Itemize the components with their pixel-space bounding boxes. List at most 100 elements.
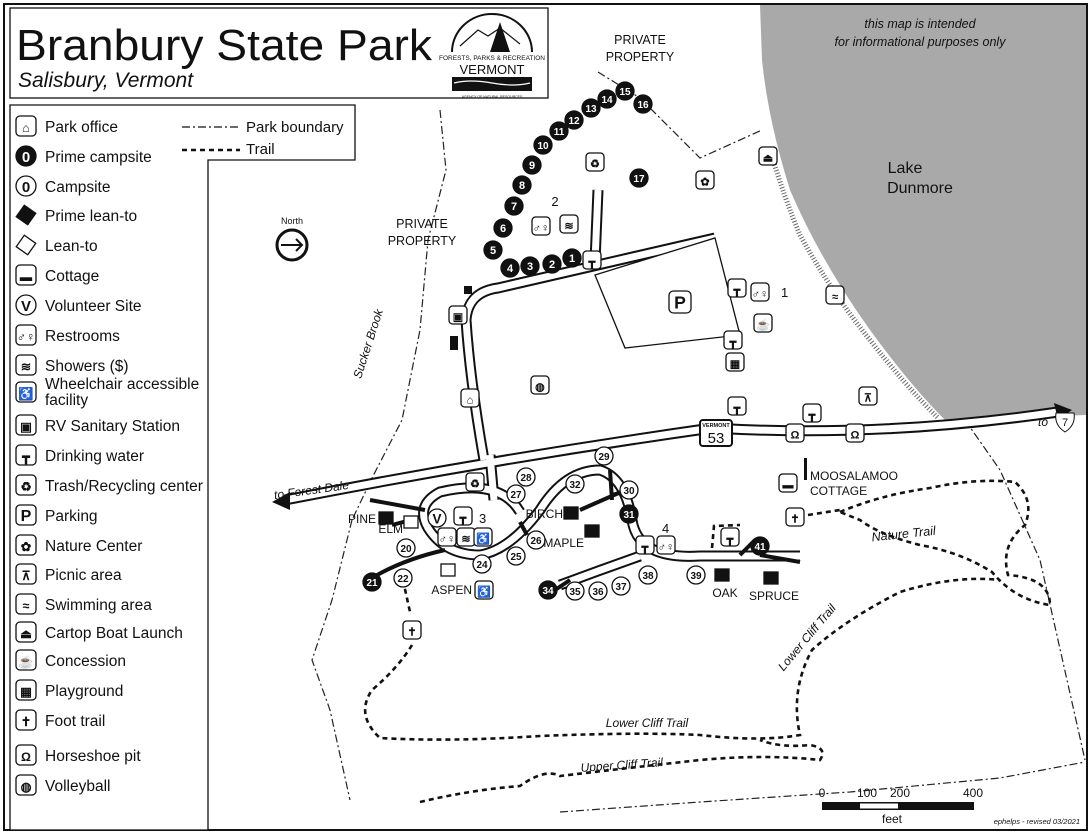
map-cottage-icon[interactable]: ▬ bbox=[778, 473, 798, 493]
campsite-32[interactable]: 32 bbox=[565, 474, 585, 494]
lake-dunmore bbox=[760, 5, 1086, 420]
map-showers-icon[interactable]: ≋ bbox=[456, 527, 476, 547]
campsite-26[interactable]: 26 bbox=[526, 530, 546, 550]
svg-text:⏏: ⏏ bbox=[20, 627, 32, 641]
map-recycle-icon[interactable]: ♻ bbox=[465, 472, 485, 492]
legend-item-leanto: Lean-to bbox=[15, 234, 98, 256]
showers-icon: ≋ bbox=[15, 354, 37, 376]
campsite-21[interactable]: 21 bbox=[362, 572, 382, 592]
map-water-icon[interactable]: ┳ bbox=[453, 506, 473, 526]
map-water-icon[interactable]: ┳ bbox=[723, 330, 743, 350]
campsite-14[interactable]: 14 bbox=[597, 89, 617, 109]
campsite-7[interactable]: 7 bbox=[504, 196, 524, 216]
svg-text:13: 13 bbox=[585, 104, 597, 115]
map-wheelchair-icon[interactable]: ♿ bbox=[473, 527, 493, 547]
svg-text:┳: ┳ bbox=[729, 336, 737, 348]
map-swim-icon[interactable]: ≈ bbox=[825, 285, 845, 305]
campsite-12[interactable]: 12 bbox=[564, 110, 584, 130]
map-horseshoe-icon[interactable]: Ω bbox=[785, 423, 805, 443]
beach-shoreline bbox=[767, 149, 940, 420]
campsite-6[interactable]: 6 bbox=[493, 218, 513, 238]
leanto-elm[interactable]: ELM bbox=[378, 515, 419, 536]
legend-item-office: ⌂Park office bbox=[15, 115, 118, 137]
svg-text:◍: ◍ bbox=[21, 780, 32, 794]
lower-cliff-trail-label-2: Lower Cliff Trail bbox=[606, 716, 689, 730]
campsite-5[interactable]: 5 bbox=[483, 240, 503, 260]
map-water-icon[interactable]: ┳ bbox=[727, 278, 747, 298]
campsite-20[interactable]: 20 bbox=[396, 538, 416, 558]
campsite-9[interactable]: 9 bbox=[522, 155, 542, 175]
map-volleyball-icon[interactable]: ◍ bbox=[530, 375, 550, 395]
leanto-birch[interactable]: BIRCH bbox=[526, 506, 579, 521]
campsite-8[interactable]: 8 bbox=[512, 175, 532, 195]
campsite-30[interactable]: 30 bbox=[619, 480, 639, 500]
campsite-1[interactable]: 1 bbox=[562, 248, 582, 268]
map-restrooms-icon[interactable]: ♂♀ bbox=[750, 282, 770, 302]
campsite-29[interactable]: 29 bbox=[594, 446, 614, 466]
map-restrooms-icon[interactable]: ♂♀ bbox=[531, 216, 551, 236]
svg-text:▬: ▬ bbox=[20, 270, 33, 284]
campsite-17[interactable]: 17 bbox=[629, 168, 649, 188]
map-water-icon[interactable]: ┳ bbox=[635, 535, 655, 555]
campsite-25[interactable]: 25 bbox=[506, 546, 526, 566]
campsite-36[interactable]: 36 bbox=[588, 581, 608, 601]
map-office-icon[interactable]: ⌂ bbox=[460, 388, 480, 408]
map-foot-icon[interactable]: ✝ bbox=[402, 620, 422, 640]
north-arrow-icon bbox=[275, 228, 309, 262]
campsite-28[interactable]: 28 bbox=[516, 467, 536, 487]
leanto-oak[interactable]: OAK bbox=[712, 568, 738, 600]
map-playground-icon[interactable]: ▦ bbox=[725, 352, 745, 372]
map-parking-icon[interactable]: P bbox=[668, 290, 692, 314]
map-rv-icon[interactable]: ▣ bbox=[448, 305, 468, 325]
map-boat-icon[interactable]: ⏏ bbox=[758, 146, 778, 166]
map-water-icon[interactable]: ┳ bbox=[720, 527, 740, 547]
campsite-24[interactable]: 24 bbox=[472, 554, 492, 574]
svg-text:ASPEN: ASPEN bbox=[431, 583, 472, 597]
campsite-34[interactable]: 34 bbox=[538, 580, 558, 600]
map-restrooms-icon[interactable]: ♂♀ bbox=[656, 535, 676, 555]
leanto-spruce[interactable]: SPRUCE bbox=[749, 571, 799, 603]
campsite-39[interactable]: 39 bbox=[686, 565, 706, 585]
page-title: Branbury State Park bbox=[16, 21, 433, 70]
north-label: North bbox=[281, 216, 303, 226]
office-icon: ⌂ bbox=[15, 115, 37, 137]
campsite-13[interactable]: 13 bbox=[581, 98, 601, 118]
campsite-38[interactable]: 38 bbox=[638, 565, 658, 585]
svg-text:feet: feet bbox=[882, 812, 903, 826]
leanto-aspen[interactable]: ASPEN bbox=[431, 563, 472, 597]
leanto-pine[interactable]: PINE bbox=[348, 511, 394, 526]
campsite-37[interactable]: 37 bbox=[611, 576, 631, 596]
campsite-22[interactable]: 22 bbox=[393, 568, 413, 588]
legend-label: Volleyball bbox=[45, 778, 111, 795]
map-water-icon[interactable]: ┳ bbox=[802, 403, 822, 423]
leanto-maple[interactable]: MAPLE bbox=[543, 524, 600, 550]
map-recycle-icon[interactable]: ♻ bbox=[585, 152, 605, 172]
cottage-marker bbox=[804, 458, 807, 480]
campsite-2[interactable]: 2 bbox=[542, 254, 562, 274]
campsite-15[interactable]: 15 bbox=[615, 81, 635, 101]
map-concession-icon[interactable]: ☕ bbox=[753, 313, 773, 333]
map-water-icon[interactable]: ┳ bbox=[582, 250, 602, 270]
map-horseshoe-icon[interactable]: Ω bbox=[845, 423, 865, 443]
map-picnic-icon[interactable]: ⊼ bbox=[858, 386, 878, 406]
map-showers-icon[interactable]: ≋ bbox=[559, 214, 579, 234]
campsite-16[interactable]: 16 bbox=[633, 94, 653, 114]
svg-text:Ω: Ω bbox=[21, 750, 31, 764]
campsite-11[interactable]: 11 bbox=[549, 121, 569, 141]
campsite-4[interactable]: 4 bbox=[500, 258, 520, 278]
campsite-3[interactable]: 3 bbox=[520, 256, 540, 276]
campsite-10[interactable]: 10 bbox=[533, 135, 553, 155]
map-nature-icon[interactable]: ✿ bbox=[695, 170, 715, 190]
map-foot-icon[interactable]: ✝ bbox=[785, 507, 805, 527]
campsite-41[interactable]: 41 bbox=[750, 536, 770, 556]
map-wheelchair-icon[interactable]: ♿ bbox=[474, 580, 494, 600]
svg-text:♂♀: ♂♀ bbox=[533, 222, 550, 234]
campsite-35[interactable]: 35 bbox=[565, 581, 585, 601]
map-restrooms-icon[interactable]: ♂♀ bbox=[437, 527, 457, 547]
map-water-icon[interactable]: ┳ bbox=[727, 396, 747, 416]
svg-text:▦: ▦ bbox=[20, 685, 32, 699]
campsite-27[interactable]: 27 bbox=[506, 484, 526, 504]
campsite-31[interactable]: 31 bbox=[619, 504, 639, 524]
